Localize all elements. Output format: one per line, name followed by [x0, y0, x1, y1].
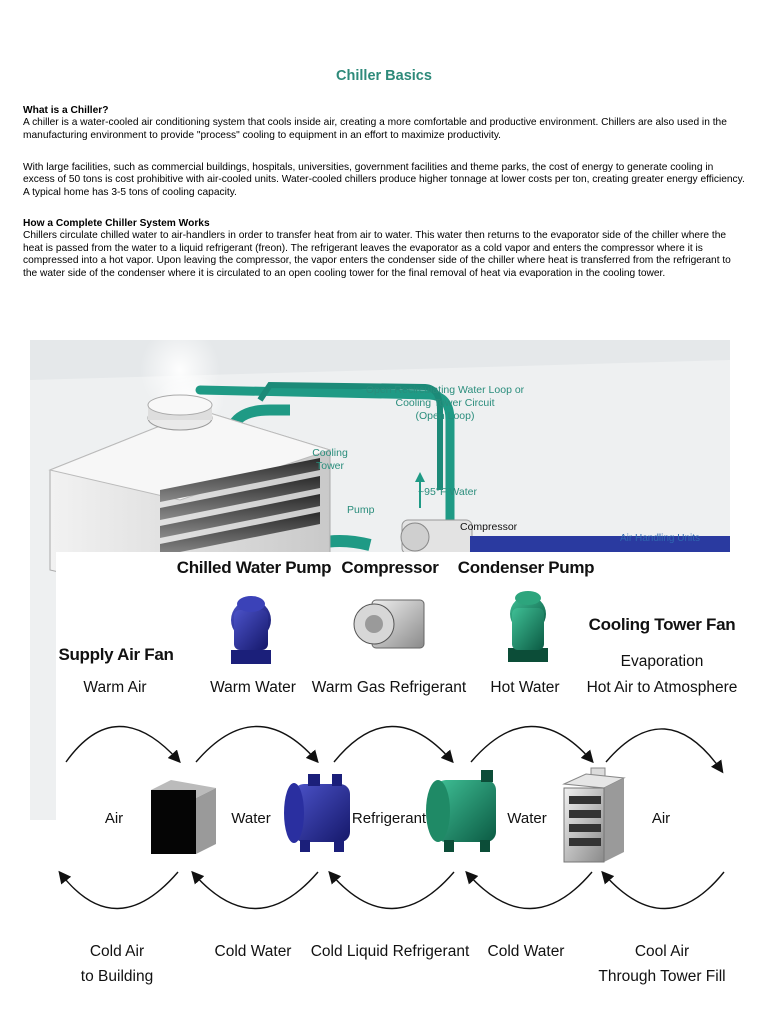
label-cold-water-right: Cold Water [487, 943, 565, 960]
header-cooling-tower-fan: Cooling Tower Fan [588, 615, 736, 634]
label-hot-air-atmosphere: Hot Air to Atmosphere [586, 679, 738, 696]
air-handling-label: Air Handling Units [620, 533, 701, 544]
section-body: A chiller is a water-cooled air conditio… [23, 117, 727, 141]
section-heading: How a Complete Chiller System Works [23, 218, 210, 229]
flow-arrow [605, 728, 724, 774]
flow-arrow [195, 725, 319, 764]
label-cold-water-left: Cold Water [214, 943, 292, 960]
cooling-tower-icon [562, 767, 626, 863]
louvers [160, 458, 320, 556]
label-warm-gas-refrigerant: Warm Gas Refrigerant [311, 679, 467, 696]
section-heading: What is a Chiller? [23, 105, 109, 116]
flow-arrow [328, 870, 455, 910]
cooling-tower-label-line2: Tower [315, 460, 344, 472]
cooling-tower-label: Cooling Tower [308, 447, 352, 473]
loop-label-line3: (Open Loop) [415, 410, 475, 422]
page-title: Chiller Basics [336, 68, 432, 84]
label-cold-air-line2: to Building [80, 968, 154, 985]
section-large-facilities: With large facilities, such as commercia… [23, 162, 745, 199]
label-hot-water: Hot Water [490, 679, 560, 696]
loop-label-line2: Cooling Tower Circuit [395, 397, 495, 409]
loop-label-line1: Open Recirculating Water Loop or [365, 384, 525, 396]
flow-arrow [191, 870, 319, 910]
flow-arrow [470, 725, 594, 764]
section-what-is-chiller: What is a Chiller? A chiller is a water-… [23, 105, 745, 142]
flow-arrow [58, 870, 179, 910]
header-supply-air-fan: Supply Air Fan [58, 645, 174, 664]
label-cool-air-line1: Cool Air [634, 943, 690, 960]
chiller-cycle-diagram: Chilled Water Pump Compressor Condenser … [56, 552, 738, 1018]
label-cold-liquid-refrigerant: Cold Liquid Refrigerant [310, 943, 470, 960]
header-condenser-pump: Condenser Pump [457, 558, 595, 577]
water-temp-label: ~95°F Water [418, 486, 477, 498]
cooling-tower-label-line1: Cooling [312, 447, 348, 459]
loop-label: Open Recirculating Water Loop or Cooling… [360, 384, 530, 423]
chilled-water-pump-icon [231, 596, 271, 664]
label-cold-air: Cold Air to Building [81, 942, 153, 986]
label-air-left: Air [104, 810, 124, 827]
flow-arrow [65, 725, 181, 764]
flow-arrow [465, 870, 593, 910]
header-chilled-water-pump: Chilled Water Pump [176, 558, 332, 577]
section-body: Chillers circulate chilled water to air-… [23, 230, 731, 279]
condenser-icon [426, 770, 496, 852]
compressor-label: Compressor [460, 521, 518, 533]
label-cool-air: Cool Air Through Tower Fill [598, 942, 725, 986]
label-warm-air: Warm Air [83, 679, 147, 696]
flow-arrow [333, 725, 454, 764]
label-evaporation: Evaporation [620, 653, 704, 670]
condenser-pump-icon [508, 591, 548, 662]
air-handler-icon [151, 780, 216, 854]
label-air-right: Air [651, 810, 671, 827]
label-refrigerant: Refrigerant [351, 810, 427, 827]
label-water-left: Water [231, 810, 271, 827]
pump-label: Pump [347, 504, 375, 516]
label-cool-air-line2: Through Tower Fill [598, 968, 726, 985]
compressor-icon [353, 599, 425, 649]
label-cold-air-line1: Cold Air [89, 943, 145, 960]
label-warm-water: Warm Water [210, 679, 296, 696]
label-water-right: Water [507, 810, 547, 827]
flow-arrow [601, 870, 725, 910]
cycle-graphic [58, 591, 725, 910]
section-how-system-works: How a Complete Chiller System Works Chil… [23, 218, 745, 280]
evaporator-icon [284, 774, 350, 852]
header-compressor: Compressor [341, 558, 439, 577]
section-body: With large facilities, such as commercia… [23, 162, 745, 198]
